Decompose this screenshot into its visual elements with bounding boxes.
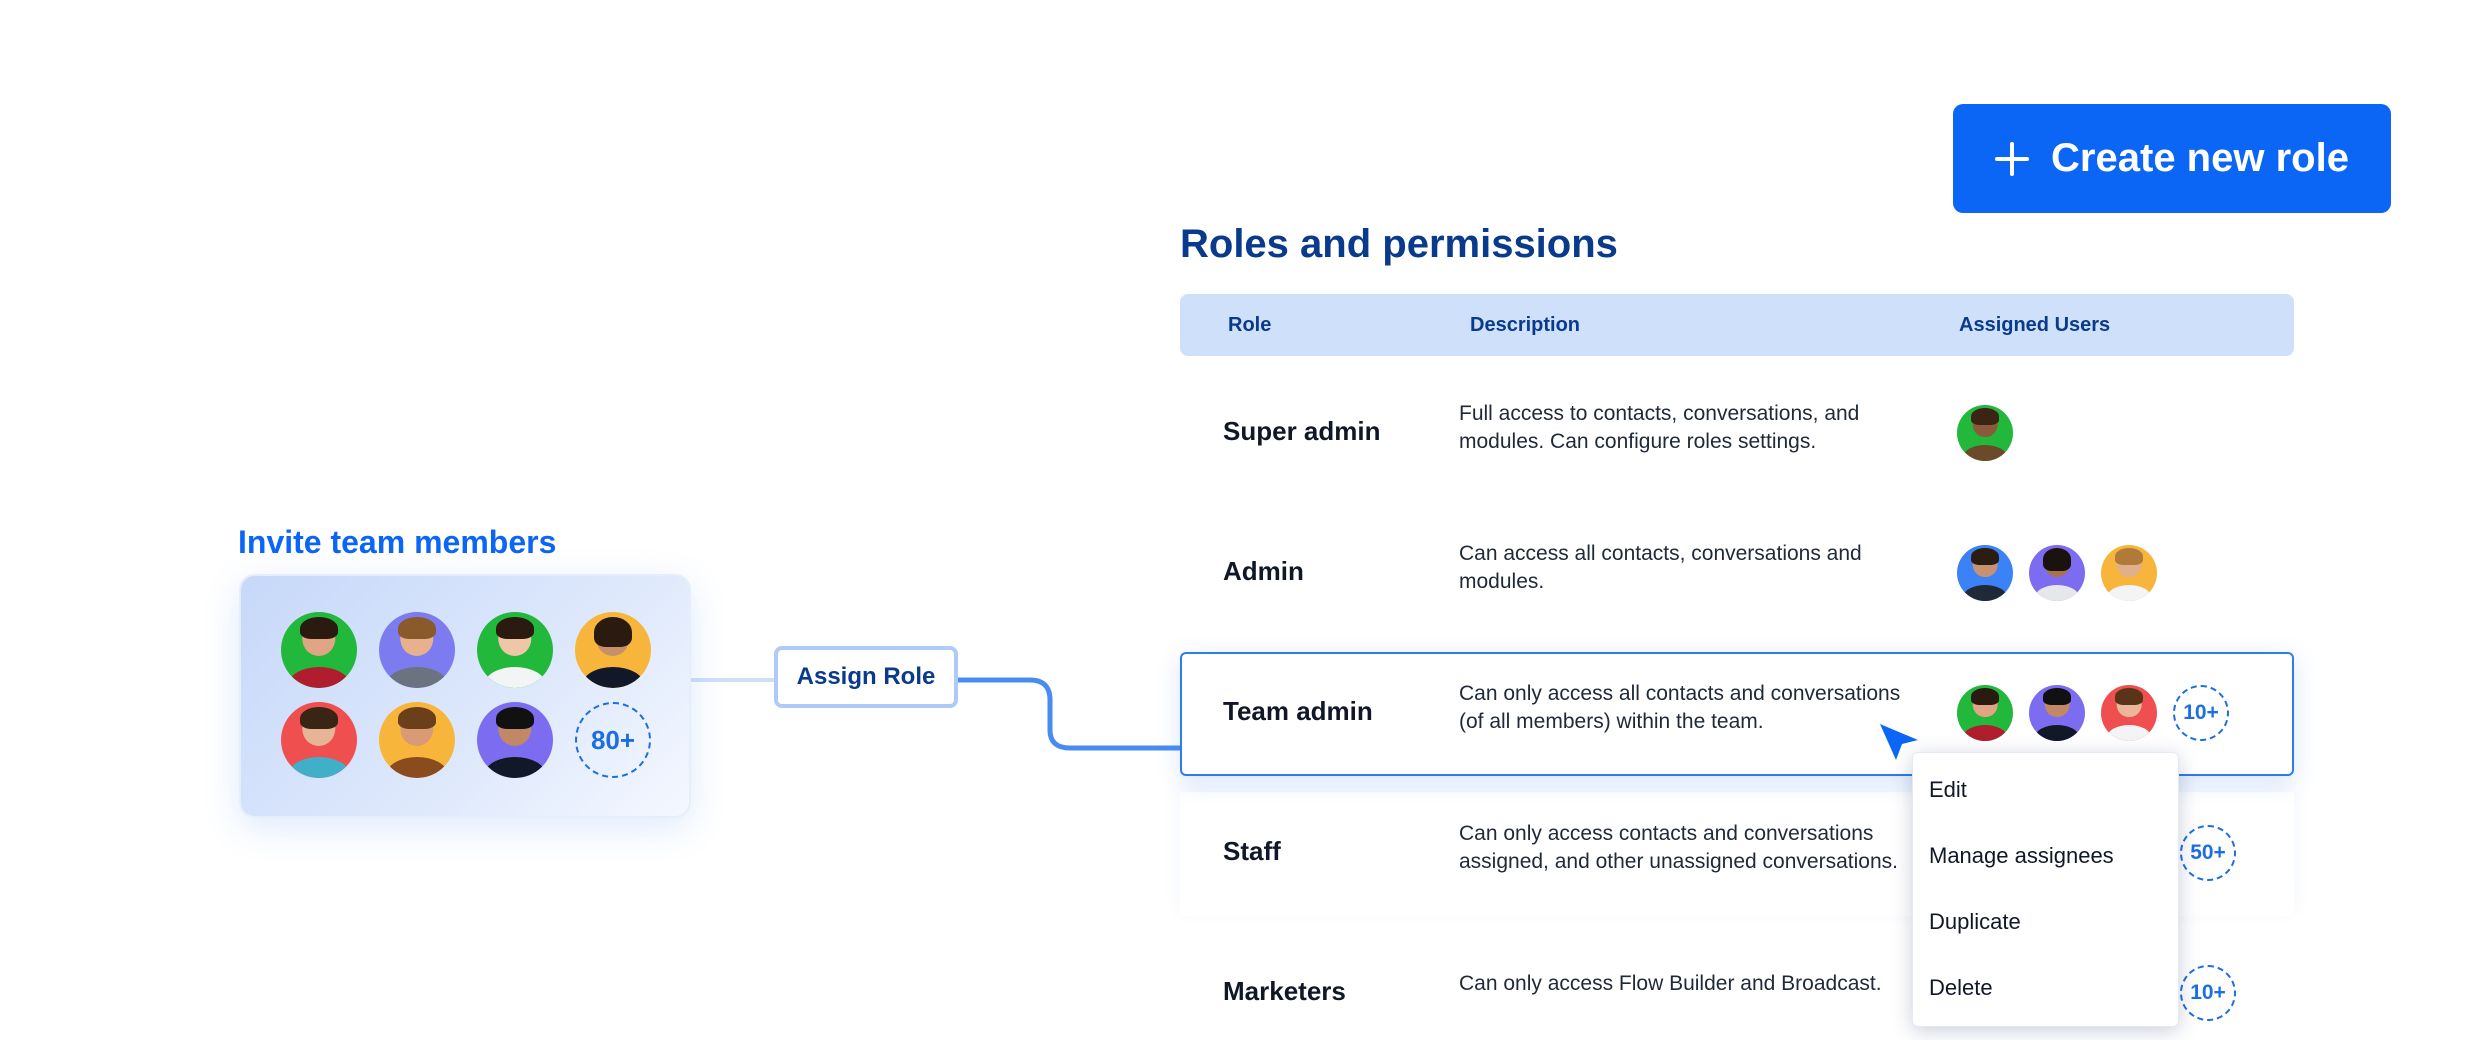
invite-title: Invite team members — [238, 524, 557, 560]
assigned-users — [1957, 545, 2157, 601]
avatar — [575, 612, 651, 688]
plus-icon — [1995, 141, 2030, 176]
avatar — [281, 612, 357, 688]
role-description: Can only access contacts and conversatio… — [1459, 822, 1898, 873]
table-row[interactable]: Super admin Full access to contacts, con… — [1180, 372, 2294, 496]
role-name: Marketers — [1223, 976, 1346, 1006]
avatar — [379, 702, 455, 778]
more-users-count[interactable]: 50+ — [2180, 825, 2236, 881]
invite-team-card[interactable]: 80+ — [239, 574, 691, 818]
column-header-description: Description — [1470, 314, 1581, 336]
avatar — [379, 612, 455, 688]
table-row-selected[interactable]: Team admin Can only access all contacts … — [1180, 652, 2294, 776]
table-row[interactable]: Staff Can only access contacts and conve… — [1180, 792, 2294, 916]
create-new-role-label: Create new role — [2051, 136, 2349, 180]
table-header: Role Description Assigned Users — [1180, 294, 2294, 356]
column-header-assigned-users: Assigned Users — [1959, 314, 2111, 336]
avatar — [1957, 405, 2013, 461]
assign-role-button[interactable]: Assign Role — [774, 646, 958, 708]
avatar — [2101, 685, 2157, 741]
avatar — [2029, 545, 2085, 601]
role-description: Can only access all contacts and convers… — [1459, 682, 1901, 733]
role-name: Staff — [1223, 836, 1281, 866]
cursor-arrow-icon — [1880, 724, 1918, 760]
more-users-count[interactable]: 10+ — [2180, 965, 2236, 1021]
menu-item-delete[interactable]: Delete — [1929, 975, 1993, 1000]
avatar — [1957, 545, 2013, 601]
column-header-role: Role — [1228, 314, 1272, 336]
table-row[interactable]: Marketers Can only access Flow Builder a… — [1180, 932, 2294, 1040]
avatar — [477, 612, 553, 688]
avatar — [477, 702, 553, 778]
assigned-users — [1957, 405, 2013, 461]
avatar — [281, 702, 357, 778]
row-context-menu: Edit Manage assignees Duplicate Delete — [1912, 752, 2179, 1027]
role-name: Team admin — [1223, 696, 1373, 726]
avatar — [1957, 685, 2013, 741]
role-name: Admin — [1223, 556, 1304, 586]
role-description: Can access all contacts, conversations a… — [1459, 542, 1862, 593]
role-name: Super admin — [1223, 416, 1381, 446]
role-description: Can only access Flow Builder and Broadca… — [1459, 972, 1882, 995]
menu-item-duplicate[interactable]: Duplicate — [1929, 909, 2021, 934]
assigned-users: 10+ — [1957, 685, 2229, 741]
more-members-count[interactable]: 80+ — [575, 702, 651, 778]
role-description: Full access to contacts, conversations, … — [1459, 402, 1860, 453]
more-users-count[interactable]: 10+ — [2173, 685, 2229, 741]
table-row[interactable]: Admin Can access all contacts, conversat… — [1180, 512, 2294, 636]
menu-item-edit[interactable]: Edit — [1929, 777, 1967, 802]
avatar — [2101, 545, 2157, 601]
avatar — [2029, 685, 2085, 741]
menu-item-manage-assignees[interactable]: Manage assignees — [1929, 843, 2114, 868]
create-new-role-button[interactable]: Create new role — [1953, 104, 2391, 213]
page-title: Roles and permissions — [1180, 222, 1618, 266]
